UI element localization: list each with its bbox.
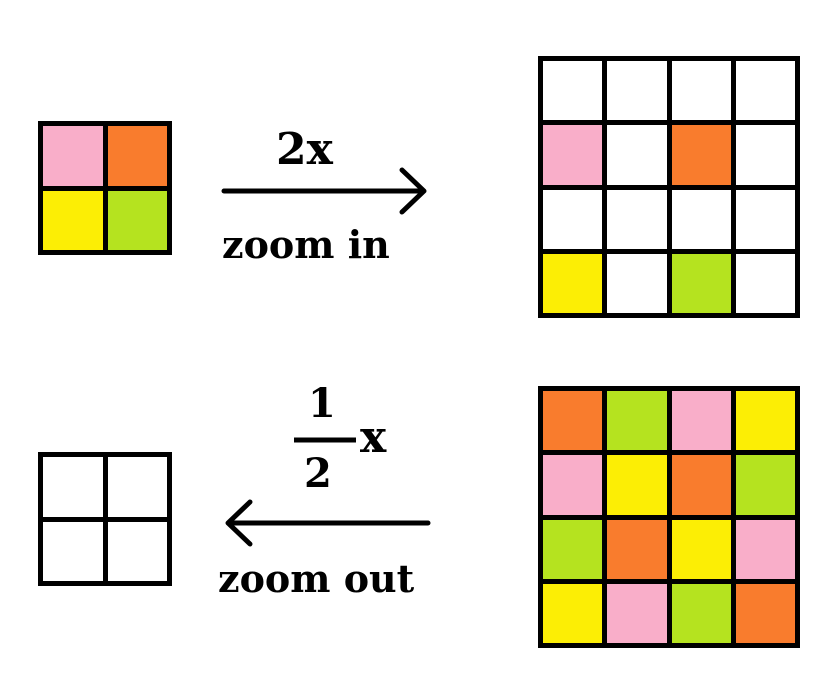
grid-cell-green bbox=[107, 190, 167, 250]
grid-cell-yellow bbox=[43, 190, 103, 250]
grid-cell-pink bbox=[43, 126, 103, 186]
small-grid-zoom-out bbox=[38, 452, 172, 586]
grid-cell-white bbox=[543, 61, 603, 121]
grid-cell-white bbox=[735, 189, 795, 249]
grid-cell-white bbox=[607, 253, 667, 313]
grid-cell-white bbox=[107, 521, 167, 581]
zoom-out-factor-numerator: 1 bbox=[308, 380, 336, 427]
grid-cell-yellow bbox=[543, 253, 603, 313]
grid-cell-pink bbox=[607, 583, 667, 643]
left-arrow-icon bbox=[225, 499, 431, 547]
grid-cell-pink bbox=[735, 519, 795, 579]
grid-cell-orange bbox=[607, 519, 667, 579]
large-grid-zoom-in bbox=[538, 56, 800, 318]
grid-cell-pink bbox=[543, 125, 603, 185]
grid-cell-orange bbox=[671, 455, 731, 515]
grid-cell-white bbox=[671, 189, 731, 249]
grid-cell-white bbox=[43, 521, 103, 581]
grid-cell-white bbox=[607, 125, 667, 185]
zoom-out-factor-denominator: 2 bbox=[304, 450, 332, 497]
grid-cell-green bbox=[543, 519, 603, 579]
grid-cell-green bbox=[735, 455, 795, 515]
grid-cell-white bbox=[735, 253, 795, 313]
zoom-in-label: zoom in bbox=[222, 222, 390, 267]
grid-cell-green bbox=[671, 253, 731, 313]
grid-cell-yellow bbox=[543, 583, 603, 643]
grid-cell-pink bbox=[543, 455, 603, 515]
grid-cell-orange bbox=[671, 125, 731, 185]
right-arrow-icon bbox=[221, 167, 427, 215]
grid-cell-white bbox=[543, 189, 603, 249]
grid-cell-green bbox=[671, 583, 731, 643]
grid-cell-white bbox=[607, 189, 667, 249]
grid-cell-white bbox=[607, 61, 667, 121]
small-grid-zoom-in bbox=[38, 121, 172, 255]
grid-cell-white bbox=[735, 61, 795, 121]
fraction-bar bbox=[294, 437, 356, 443]
grid-cell-yellow bbox=[607, 455, 667, 515]
grid-cell-yellow bbox=[671, 519, 731, 579]
grid-cell-orange bbox=[735, 583, 795, 643]
grid-cell-white bbox=[43, 457, 103, 517]
grid-cell-orange bbox=[107, 126, 167, 186]
grid-cell-green bbox=[607, 391, 667, 451]
zoom-out-factor-suffix: x bbox=[360, 412, 387, 463]
grid-cell-pink bbox=[671, 391, 731, 451]
grid-cell-white bbox=[735, 125, 795, 185]
grid-cell-white bbox=[107, 457, 167, 517]
zoom-in-factor-label: 2x bbox=[276, 124, 333, 175]
grid-cell-orange bbox=[543, 391, 603, 451]
large-grid-zoom-out bbox=[538, 386, 800, 648]
zoom-out-label: zoom out bbox=[218, 556, 415, 601]
grid-cell-yellow bbox=[735, 391, 795, 451]
grid-cell-white bbox=[671, 61, 731, 121]
